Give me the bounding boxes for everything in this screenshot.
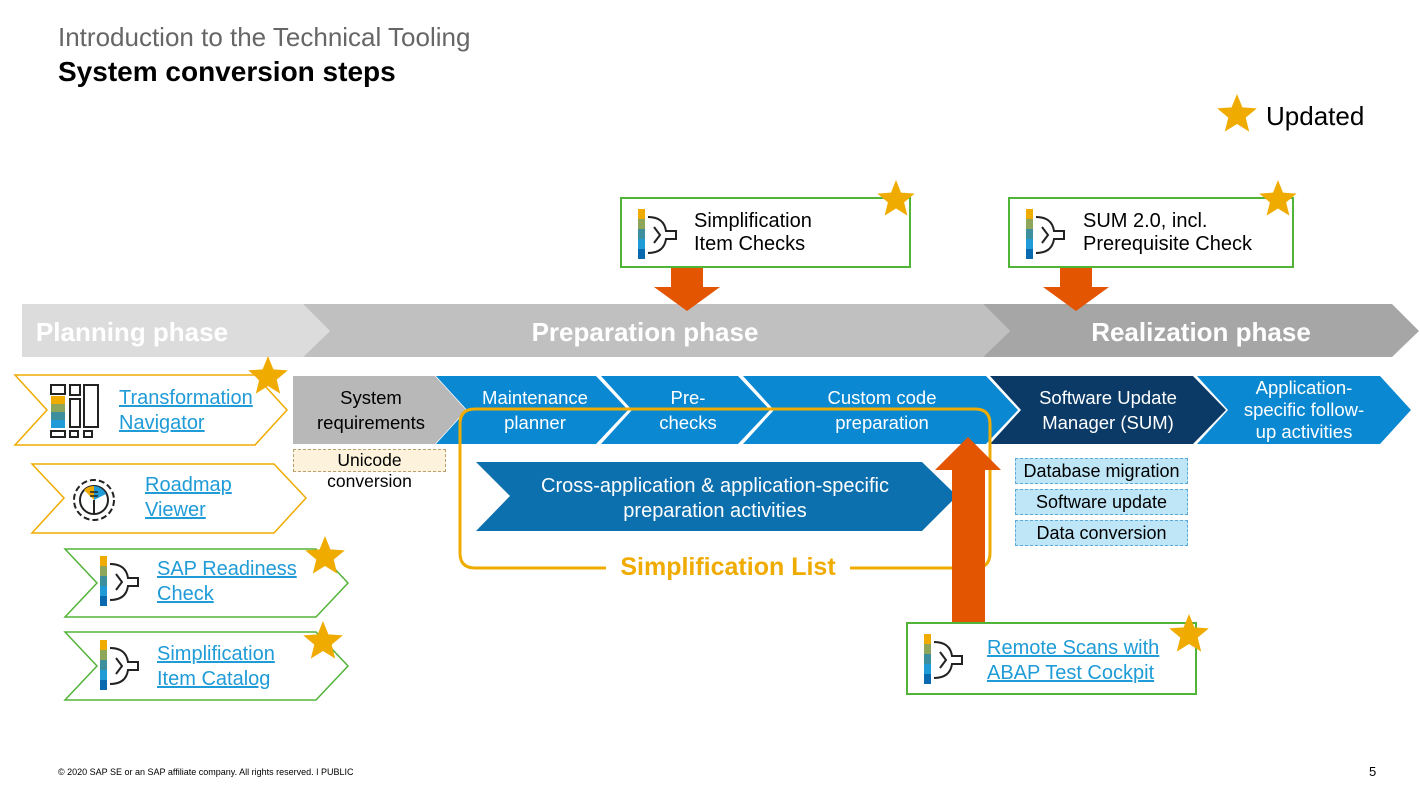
step-prechecks-line1: Pre- [670, 387, 706, 408]
chevron-outline-readiness-check [63, 548, 350, 618]
updated-star-icon [303, 621, 343, 659]
tool-box-sum-prerequisite[interactable]: SUM 2.0, incl. Prerequisite Check [1008, 197, 1294, 268]
sum-task-software-update: Software update [1015, 489, 1188, 515]
tool-wrench-icon [100, 640, 139, 690]
page-subtitle: Introduction to the Technical Tooling [58, 22, 471, 52]
tool-box-sum-line1: SUM 2.0, incl. [1083, 210, 1208, 232]
updated-star-icon [248, 356, 288, 394]
cross-app-line2: preparation activities [623, 500, 807, 522]
item-catalog-line1[interactable]: Simplification [157, 643, 275, 665]
transformation-navigator-line2[interactable]: Navigator [119, 412, 205, 434]
roadmap-viewer-line2[interactable]: Viewer [145, 499, 206, 521]
remote-scans-line2[interactable]: ABAP Test Cockpit [987, 662, 1155, 684]
tool-box-sum-text: SUM 2.0, incl. Prerequisite Check [1083, 210, 1252, 256]
step-system-requirements: System requirements [293, 384, 449, 436]
updated-star-icon [1169, 614, 1209, 652]
step-system-requirements-line1: System [340, 387, 402, 408]
step-custom-code-line1: Custom code [827, 387, 937, 408]
step-followup-shape [1197, 376, 1411, 444]
simplification-list-frame [458, 407, 992, 570]
step-followup-line3: up activities [1255, 421, 1353, 442]
planning-phase-label: Planning phase [35, 317, 229, 347]
transformation-navigator-link[interactable]: Transformation Navigator [119, 386, 253, 436]
item-catalog-line2[interactable]: Item Catalog [157, 668, 271, 690]
transformation-navigator-icon [50, 384, 99, 438]
tool-box-simplification-item-checks[interactable]: Simplification Item Checks [620, 197, 911, 268]
tool-box-remote-scans[interactable]: Remote Scans with ABAP Test Cockpit [906, 622, 1197, 695]
page-title: System conversion steps [58, 56, 396, 87]
preparation-phase-label: Preparation phase [531, 317, 759, 347]
updated-star-icon [877, 180, 915, 216]
transformation-navigator-line1[interactable]: Transformation [119, 387, 253, 409]
step-maintenance-planner: Maintenance planner [460, 384, 610, 436]
tool-box-sic-line2: Item Checks [694, 233, 806, 255]
step-sum-shape [990, 376, 1226, 444]
planning-phase-arrow [22, 304, 330, 357]
step-system-requirements-shape [293, 376, 466, 444]
footer-copyright: © 2020 SAP SE or an SAP affiliate compan… [58, 767, 354, 777]
tool-box-sic-line1: Simplification [694, 210, 812, 232]
tool-box-sic-text: Simplification Item Checks [694, 210, 812, 256]
step-maintenance-planner-line1: Maintenance [482, 387, 588, 408]
roadmap-viewer-link[interactable]: Roadmap Viewer [145, 473, 232, 523]
remote-scans-link[interactable]: Remote Scans with ABAP Test Cockpit [987, 636, 1159, 686]
realization-phase-arrow [983, 304, 1419, 357]
page-number: 5 [1369, 764, 1377, 779]
unicode-conversion-box: Unicode conversion [293, 449, 446, 491]
cross-app-text: Cross-application & application-specific… [510, 474, 920, 524]
tool-wrench-icon [100, 556, 139, 606]
step-system-requirements-line2: requirements [317, 412, 425, 433]
step-prechecks: Pre- checks [628, 384, 748, 436]
step-sum-line2: Manager (SUM) [1042, 412, 1174, 433]
step-sum-line1: Software Update [1039, 387, 1177, 408]
tool-wrench-icon [638, 209, 677, 259]
readiness-check-line2[interactable]: Check [157, 583, 214, 605]
sum-task-database-migration: Database migration [1015, 458, 1188, 484]
chevron-outline-item-catalog [63, 631, 350, 701]
cross-app-arrow [476, 462, 957, 531]
readiness-check-line1[interactable]: SAP Readiness [157, 558, 297, 580]
updated-star-icon [305, 536, 345, 574]
tool-box-sum-line2: Prerequisite Check [1083, 233, 1252, 255]
tool-wrench-icon [1026, 209, 1065, 259]
step-followup: Application- specific follow- up activit… [1226, 377, 1382, 443]
sum-task-data-conversion: Data conversion [1015, 520, 1188, 546]
remote-scans-line1[interactable]: Remote Scans with [987, 637, 1160, 659]
step-maintenance-planner-line2: planner [504, 412, 566, 433]
step-custom-code: Custom code preparation [780, 384, 984, 436]
roadmap-viewer-gear-icon [73, 479, 115, 521]
roadmap-viewer-line1[interactable]: Roadmap [145, 474, 232, 496]
step-prechecks-line2: checks [659, 412, 717, 433]
legend-label: Updated [1266, 101, 1365, 131]
readiness-check-link[interactable]: SAP Readiness Check [157, 557, 297, 607]
step-sum: Software Update Manager (SUM) [1018, 384, 1198, 436]
tool-wrench-icon [924, 634, 963, 684]
step-followup-line1: Application- [1255, 377, 1353, 398]
orange-arrow-down-sic [654, 263, 720, 311]
cross-app-line1: Cross-application & application-specific [541, 475, 889, 497]
step-custom-code-line2: preparation [835, 412, 929, 433]
realization-phase-label: Realization phase [1091, 317, 1311, 347]
orange-arrow-up-atc [935, 437, 1001, 628]
item-catalog-link[interactable]: Simplification Item Catalog [157, 642, 275, 692]
preparation-phase-arrow [303, 304, 1010, 357]
simplification-list-label: Simplification List [620, 553, 836, 581]
legend-star-icon [1217, 94, 1257, 132]
orange-arrow-down-sum [1043, 263, 1109, 311]
step-followup-line2: specific follow- [1243, 399, 1365, 420]
updated-star-icon [1259, 180, 1297, 216]
